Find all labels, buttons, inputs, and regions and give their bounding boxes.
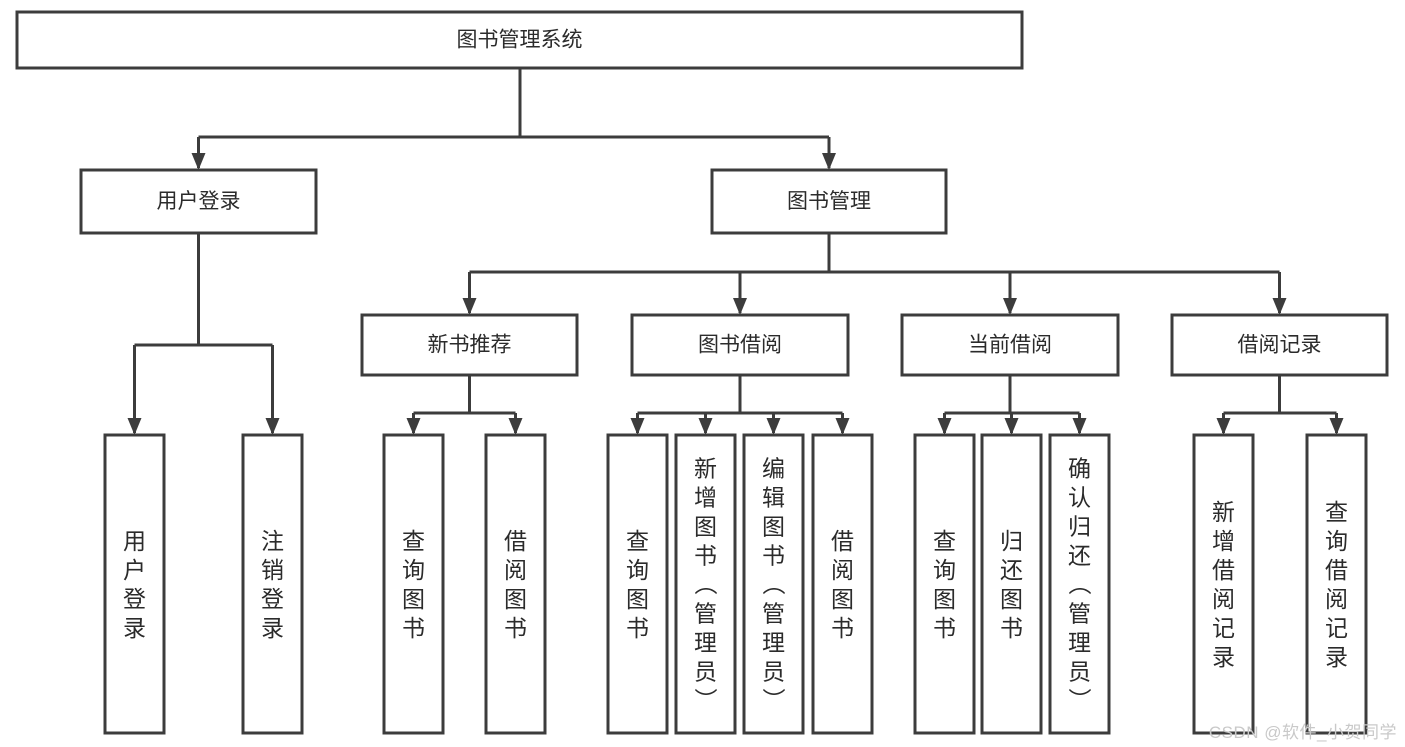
node-leaf-query-book-2[interactable]: 查询图书 — [606, 433, 669, 735]
arrow-head-icon — [1072, 418, 1087, 435]
arrow-head-icon — [1216, 418, 1231, 435]
node-box — [484, 433, 547, 735]
node-level2-book-management[interactable]: 图书管理 — [710, 168, 948, 235]
node-label: 新增借阅记录 — [1212, 499, 1235, 670]
node-label: 借阅图书 — [504, 528, 527, 641]
node-label: 图书管理系统 — [457, 29, 583, 52]
node-box — [710, 168, 948, 235]
node-leaf-borrow-book-2[interactable]: 借阅图书 — [811, 433, 874, 735]
node-box — [811, 433, 874, 735]
node-label: 确认归还（管理员） — [1068, 456, 1092, 714]
node-box — [913, 433, 976, 735]
arrow-head-icon — [630, 418, 645, 435]
node-box — [79, 168, 318, 235]
node-box — [103, 433, 166, 735]
node-label: 用户登录 — [123, 528, 146, 641]
arrow-head-icon — [1004, 418, 1019, 435]
node-box — [15, 10, 1024, 70]
arrow-head-icon — [1272, 298, 1287, 315]
arrow-head-icon — [1329, 418, 1344, 435]
node-box — [1048, 433, 1111, 735]
node-level3-book-borrow[interactable]: 图书借阅 — [630, 313, 850, 377]
node-box — [241, 433, 304, 735]
node-label: 当前借阅 — [968, 334, 1052, 357]
arrow-head-icon — [835, 418, 850, 435]
arrow-head-icon — [508, 418, 523, 435]
node-label: 查询图书 — [402, 528, 425, 641]
node-label: 注销登录 — [261, 528, 284, 641]
connector-layer — [127, 68, 1344, 435]
node-box — [742, 433, 805, 735]
node-label: 图书管理 — [787, 190, 871, 213]
node-box — [382, 433, 445, 735]
node-label: 查询图书 — [626, 528, 649, 641]
arrow-head-icon — [462, 298, 477, 315]
arrow-head-icon — [127, 418, 142, 435]
arrow-head-icon — [191, 153, 206, 170]
node-box — [630, 313, 850, 377]
node-level3-current-borrow[interactable]: 当前借阅 — [900, 313, 1120, 377]
node-box — [606, 433, 669, 735]
node-box — [360, 313, 579, 377]
node-box — [980, 433, 1043, 735]
arrow-head-icon — [822, 153, 836, 170]
node-leaf-user-login-leaf[interactable]: 用户登录 — [103, 433, 166, 735]
node-label: 图书借阅 — [698, 334, 782, 357]
node-label: 编辑图书（管理员） — [762, 456, 786, 714]
node-leaf-edit-book-admin[interactable]: 编辑图书（管理员） — [742, 433, 805, 735]
node-level2-user-login[interactable]: 用户登录 — [79, 168, 318, 235]
arrow-head-icon — [698, 418, 713, 435]
node-leaf-query-borrow-record[interactable]: 查询借阅记录 — [1305, 433, 1368, 735]
node-root-root[interactable]: 图书管理系统 — [15, 10, 1024, 70]
node-level3-new-book-recommend[interactable]: 新书推荐 — [360, 313, 579, 377]
arrow-head-icon — [766, 418, 781, 435]
watermark-text: CSDN @软件_小贺同学 — [1208, 723, 1397, 742]
node-label: 借阅记录 — [1238, 334, 1322, 357]
node-leaf-borrow-book-1[interactable]: 借阅图书 — [484, 433, 547, 735]
node-leaf-logout-leaf[interactable]: 注销登录 — [241, 433, 304, 735]
node-level3-borrow-record[interactable]: 借阅记录 — [1170, 313, 1389, 377]
node-leaf-query-book-1[interactable]: 查询图书 — [382, 433, 445, 735]
node-box — [1305, 433, 1368, 735]
node-leaf-confirm-return-admin[interactable]: 确认归还（管理员） — [1048, 433, 1111, 735]
node-leaf-add-borrow-record[interactable]: 新增借阅记录 — [1192, 433, 1255, 735]
arrow-head-icon — [406, 418, 421, 435]
arrow-head-icon — [265, 418, 280, 435]
node-box — [674, 433, 737, 735]
arrow-head-icon — [1003, 298, 1017, 315]
node-label: 用户登录 — [157, 190, 241, 213]
node-label: 新书推荐 — [428, 334, 512, 357]
node-label: 归还图书 — [1000, 528, 1023, 641]
node-box — [900, 313, 1120, 377]
node-layer: 图书管理系统用户登录图书管理新书推荐图书借阅当前借阅借阅记录用户登录注销登录查询… — [15, 10, 1389, 735]
node-leaf-query-book-3[interactable]: 查询图书 — [913, 433, 976, 735]
node-leaf-add-book-admin[interactable]: 新增图书（管理员） — [674, 433, 737, 735]
node-box — [1192, 433, 1255, 735]
node-leaf-return-book[interactable]: 归还图书 — [980, 433, 1043, 735]
node-label: 新增图书（管理员） — [694, 456, 718, 714]
arrow-head-icon — [733, 298, 747, 315]
node-box — [1170, 313, 1389, 377]
arrow-head-icon — [937, 418, 952, 435]
node-label: 查询图书 — [933, 528, 956, 641]
node-label: 查询借阅记录 — [1325, 499, 1348, 670]
node-label: 借阅图书 — [831, 528, 854, 641]
